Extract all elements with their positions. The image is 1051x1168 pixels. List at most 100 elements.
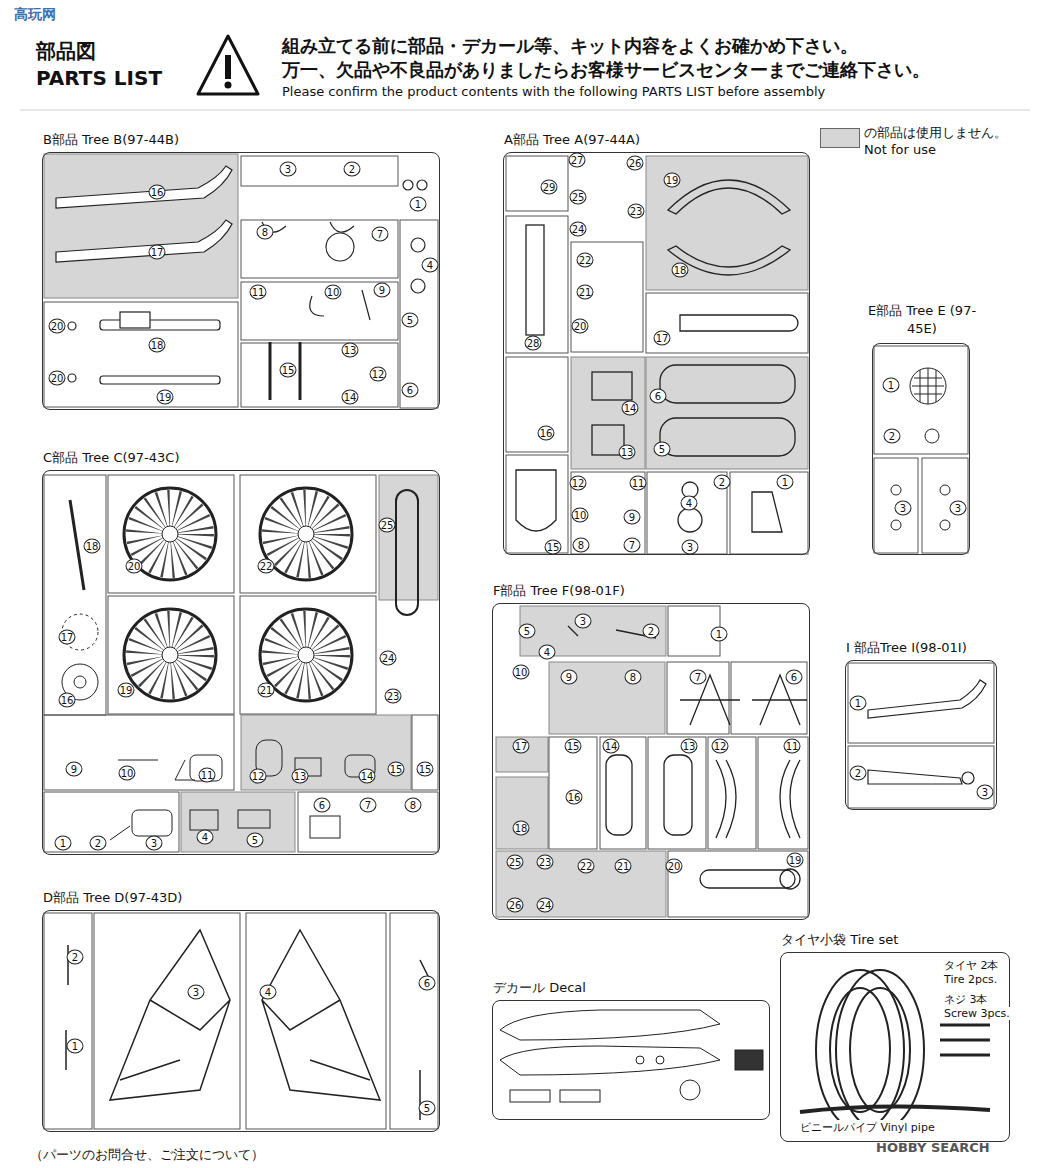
callout-number: 4 xyxy=(422,258,439,273)
callout-number: 21 xyxy=(577,285,594,300)
callout-number: 29 xyxy=(541,180,558,195)
callout-number: 10 xyxy=(572,508,589,523)
tree-heading: D部品 Tree D(97-43D) xyxy=(43,889,182,907)
callout-number: 11 xyxy=(630,476,647,491)
callout-number: 2 xyxy=(850,766,867,781)
callout-number: 7 xyxy=(360,798,377,813)
callout-number: 17 xyxy=(59,630,76,645)
callout-number: 20 xyxy=(572,319,589,334)
callout-number: 5 xyxy=(519,624,536,639)
parts-tree-frame: A部品 Tree A(97-44A) xyxy=(503,152,810,555)
parts-tree-frame: I 部品Tree I(98-01I) xyxy=(845,660,997,810)
callout-number: 22 xyxy=(578,859,595,874)
callout-number: 18 xyxy=(513,821,530,836)
parts-tree-frame: E部品 Tree E (97-45E) xyxy=(872,343,970,555)
callout-number: 5 xyxy=(247,833,264,848)
watermark: 高玩网 xyxy=(14,6,56,24)
callout-number: 7 xyxy=(690,670,707,685)
callout-number: 14 xyxy=(342,390,359,405)
tree-heading: E部品 Tree E (97-45E) xyxy=(862,302,982,338)
callout-number: 8 xyxy=(257,225,274,240)
callout-number: 9 xyxy=(624,510,641,525)
callout-number: 4 xyxy=(539,645,556,660)
callout-number: 3 xyxy=(895,501,912,516)
callout-number: 5 xyxy=(402,313,419,328)
callout-number: 4 xyxy=(260,985,277,1000)
warning-text: 万一、欠品や不良品がありましたらお客様サービスセンターまでご連絡下さい。 xyxy=(282,58,930,82)
callout-number: 8 xyxy=(573,538,590,553)
parts-tree-frame: デカール Decal xyxy=(492,1000,770,1120)
tree-heading: デカール Decal xyxy=(493,979,586,997)
callout-number: 5 xyxy=(419,1101,436,1116)
callout-number: 10 xyxy=(119,766,136,781)
callout-number: 15 xyxy=(388,762,405,777)
callout-number: 16 xyxy=(538,426,555,441)
callout-number: 10 xyxy=(513,665,530,680)
callout-number: 2 xyxy=(643,624,660,639)
parts-tree-frame: D部品 Tree D(97-43D) xyxy=(42,910,440,1132)
page-title: 部品図 xyxy=(36,38,96,65)
callout-number: 16 xyxy=(566,790,583,805)
callout-number: 1 xyxy=(67,1039,84,1054)
warning-text: Please confirm the product contents with… xyxy=(282,84,825,99)
callout-number: 10 xyxy=(325,285,342,300)
callout-number: 25 xyxy=(379,518,396,533)
callout-number: 7 xyxy=(624,538,641,553)
callout-number: 19 xyxy=(157,390,174,405)
page-title: PARTS LIST xyxy=(36,66,162,90)
callout-number: 12 xyxy=(712,739,729,754)
callout-number: 2 xyxy=(90,836,107,851)
callout-number: 24 xyxy=(570,222,587,237)
callout-number: 4 xyxy=(681,496,698,511)
tree-heading: B部品 Tree B(97-44B) xyxy=(43,131,179,149)
callout-number: 15 xyxy=(565,739,582,754)
callout-number: 19 xyxy=(787,853,804,868)
callout-number: 6 xyxy=(786,670,803,685)
callout-number: 15 xyxy=(417,762,434,777)
callout-number: 9 xyxy=(66,762,83,777)
callout-number: 12 xyxy=(370,367,387,382)
callout-number: 20 xyxy=(126,559,143,574)
callout-number: 9 xyxy=(374,283,391,298)
callout-number: 25 xyxy=(570,190,587,205)
callout-number: 17 xyxy=(149,245,166,260)
callout-number: 24 xyxy=(380,651,397,666)
callout-number: 25 xyxy=(507,855,524,870)
callout-number: 21 xyxy=(258,683,275,698)
callout-number: 18 xyxy=(672,263,689,278)
callout-number: 13 xyxy=(681,739,698,754)
callout-number: 3 xyxy=(682,540,699,555)
callout-number: 11 xyxy=(784,739,801,754)
tree-heading: C部品 Tree C(97-43C) xyxy=(43,449,180,467)
callout-number: 14 xyxy=(603,739,620,754)
contents-note: タイヤ 2本 xyxy=(944,958,999,973)
callout-number: 12 xyxy=(250,769,267,784)
contents-note: ネジ 3本 xyxy=(944,992,988,1007)
callout-number: 20 xyxy=(49,319,66,334)
callout-number: 2 xyxy=(67,950,84,965)
callout-number: 26 xyxy=(507,898,524,913)
callout-number: 22 xyxy=(577,253,594,268)
contents-note: ビニールパイプ Vinyl pipe xyxy=(800,1120,935,1135)
callout-number: 15 xyxy=(280,363,297,378)
callout-number: 7 xyxy=(372,227,389,242)
callout-number: 22 xyxy=(258,559,275,574)
callout-number: 20 xyxy=(666,859,683,874)
callout-number: 18 xyxy=(84,539,101,554)
callout-number: 3 xyxy=(977,785,994,800)
callout-number: 19 xyxy=(118,683,135,698)
callout-number: 14 xyxy=(622,401,639,416)
callout-number: 5 xyxy=(654,442,671,457)
callout-number: 13 xyxy=(292,769,309,784)
callout-number: 27 xyxy=(569,153,586,168)
callout-number: 14 xyxy=(359,769,376,784)
callout-number: 1 xyxy=(55,836,72,851)
callout-number: 1 xyxy=(850,696,867,711)
legend-swatch xyxy=(820,128,860,148)
callout-number: 13 xyxy=(619,445,636,460)
callout-number: 9 xyxy=(561,670,578,685)
callout-number: 13 xyxy=(342,343,359,358)
callout-number: 26 xyxy=(627,156,644,171)
footer-note: （パーツのお問合せ、ご注文について） xyxy=(30,1146,264,1164)
callout-number: 6 xyxy=(419,976,436,991)
